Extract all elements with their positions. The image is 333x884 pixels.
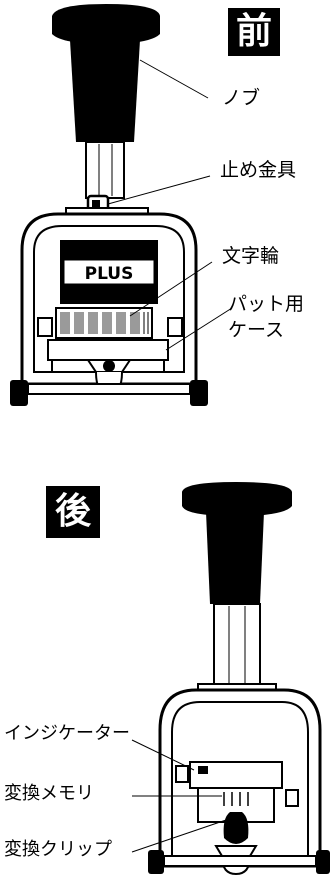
pad-case xyxy=(47,339,169,361)
after-pad-knob xyxy=(214,845,258,857)
after-stamper xyxy=(131,482,330,876)
before-stamper: PLUS xyxy=(10,4,233,406)
after-knob-cap xyxy=(182,482,292,516)
leader-indicator xyxy=(131,739,195,771)
label-pad-case-line1: パット用 xyxy=(228,293,305,315)
after-knob-grip xyxy=(206,512,264,604)
indicator-block xyxy=(189,761,283,789)
brand-plate xyxy=(63,259,155,285)
number-wheels xyxy=(55,307,153,339)
label-pad-case-line2: ケース xyxy=(228,319,285,341)
label-knob: ノブ xyxy=(222,87,261,109)
leader-stopper xyxy=(107,175,211,205)
after-badge: 後 xyxy=(46,486,100,538)
label-indicator: インジケーター xyxy=(4,723,130,744)
leader-knob xyxy=(139,59,209,99)
leader-pad-case xyxy=(165,307,233,351)
label-stopper: 止め金具 xyxy=(220,159,297,181)
brand-text: PLUS xyxy=(85,264,134,284)
label-memory: 変換メモリ xyxy=(4,783,94,804)
label-clip: 変換クリップ xyxy=(4,839,112,860)
knob-cap xyxy=(52,4,160,44)
leader-wheels xyxy=(129,261,213,317)
leader-clip xyxy=(131,819,227,853)
base-right-tab xyxy=(190,380,208,406)
after-base-left-tab xyxy=(148,850,164,874)
after-shaft xyxy=(213,603,261,689)
knob-grip xyxy=(70,40,140,142)
shaft xyxy=(85,141,125,199)
base-left-tab xyxy=(10,380,28,406)
after-base-right-tab xyxy=(316,850,330,874)
before-badge: 前 xyxy=(228,8,280,56)
conversion-clip xyxy=(223,812,249,844)
label-wheels: 文字輪 xyxy=(222,245,280,267)
